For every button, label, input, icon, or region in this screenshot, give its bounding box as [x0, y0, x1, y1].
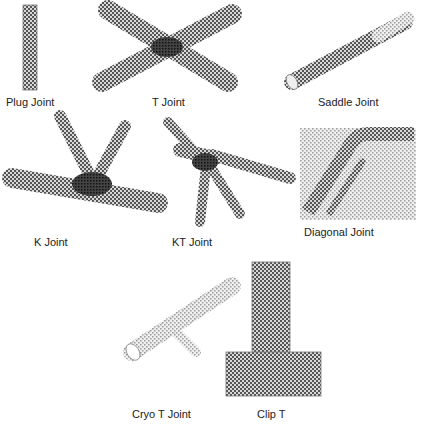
- clip-t-figure: [226, 262, 321, 396]
- kt-joint-figure: [168, 122, 290, 222]
- t-joint-figure: [102, 10, 232, 82]
- joint-label: Clip T: [257, 408, 286, 421]
- joint-label: T Joint: [152, 96, 185, 109]
- k-joint-figure: [12, 116, 158, 203]
- diagonal-joint-figure: [300, 128, 416, 220]
- joint-label: Plug Joint: [6, 96, 54, 109]
- saddle-joint-figure: [284, 18, 408, 91]
- plug-joint-figure: [23, 5, 37, 90]
- joint-label: Saddle Joint: [318, 96, 379, 109]
- joint-label: Diagonal Joint: [304, 226, 374, 239]
- cryo-t-joint-figure: [123, 277, 232, 363]
- joint-label: KT Joint: [172, 236, 212, 249]
- joint-label: K Joint: [34, 236, 68, 249]
- joint-label: Cryo T Joint: [132, 408, 191, 421]
